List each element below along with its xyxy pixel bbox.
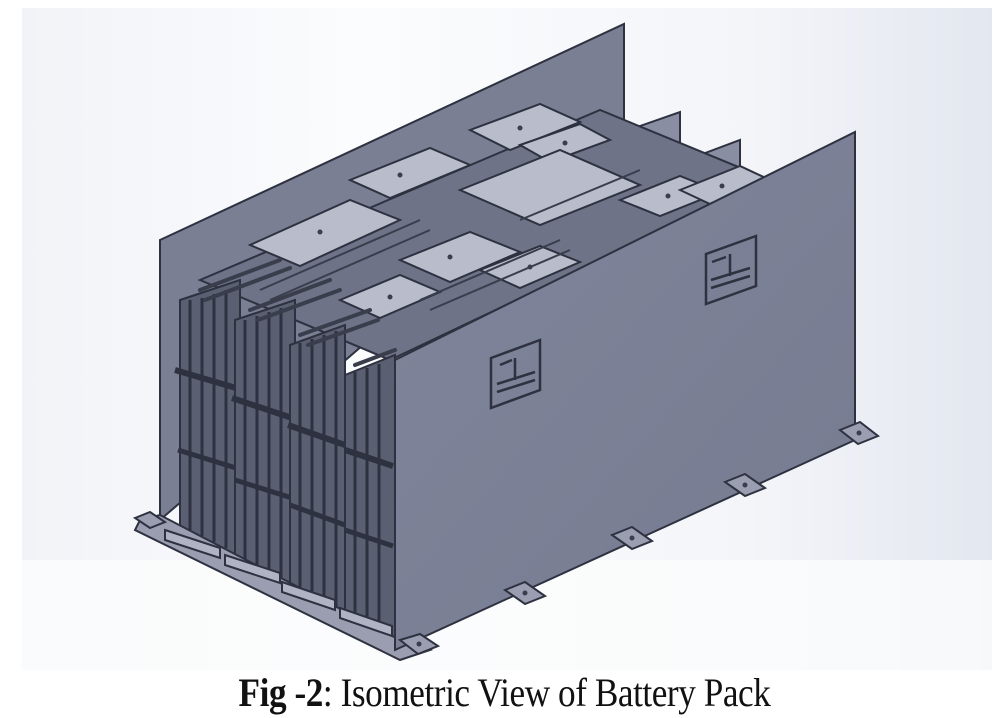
connector-window [489,338,542,410]
figure-caption: Fig -2: Isometric View of Battery Pack [61,668,948,718]
figure-caption-text: : Isometric View of Battery Pack [322,670,771,715]
battery-pack-render [22,8,992,670]
figure-label: Fig -2 [238,670,324,715]
connector-window [704,234,758,306]
